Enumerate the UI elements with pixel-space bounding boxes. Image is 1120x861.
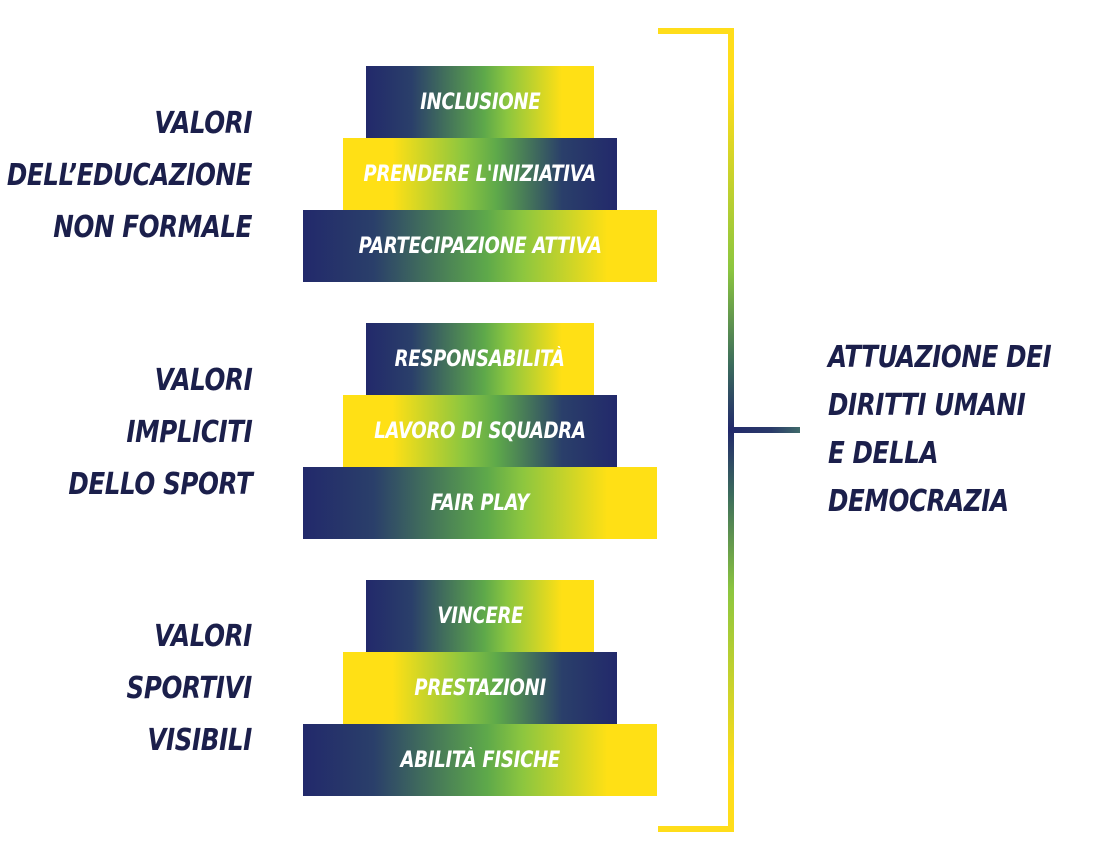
tier-responsabilita: RESPONSABILITÀ [366, 323, 594, 395]
tier-label: INCLUSIONE [419, 89, 541, 115]
result-label-human-rights-democracy: ATTUAZIONE DEI DIRITTI UMANI E DELLA DEM… [828, 340, 1052, 519]
group-label-visible-sport: VALORI SPORTIVI VISIBILI [126, 619, 253, 758]
tier-label: PRESTAZIONI [414, 675, 546, 701]
group-label-implicit-sport: VALORI IMPLICITI DELLO SPORT [68, 363, 252, 502]
tier-partecipazione-attiva: PARTECIPAZIONE ATTIVA [303, 210, 657, 282]
tier-fair-play: FAIR PLAY [303, 467, 657, 539]
tier-label: LAVORO DI SQUADRA [374, 418, 586, 444]
tier-lavoro-di-squadra: LAVORO DI SQUADRA [343, 395, 617, 467]
tier-label: PRENDERE L'INIZIATIVA [363, 161, 597, 187]
group-label-non-formal-education: VALORI DELL’EDUCAZIONE NON FORMALE [6, 106, 253, 245]
tier-prestazioni: PRESTAZIONI [343, 652, 617, 724]
bracket-top-arm [658, 28, 734, 34]
tier-prendere-iniziativa: PRENDERE L'INIZIATIVA [343, 138, 617, 210]
tier-label: PARTECIPAZIONE ATTIVA [358, 233, 602, 259]
tier-label: ABILITÀ FISICHE [400, 747, 560, 773]
tier-abilita-fisiche: ABILITÀ FISICHE [303, 724, 657, 796]
bracket-bottom-arm [658, 826, 734, 832]
tier-vincere: VINCERE [366, 580, 594, 652]
tier-label: FAIR PLAY [430, 490, 530, 516]
bracket-stem [728, 427, 800, 433]
tier-label: RESPONSABILITÀ [395, 346, 565, 372]
tier-inclusione: INCLUSIONE [366, 66, 594, 138]
tier-label: VINCERE [437, 603, 523, 629]
